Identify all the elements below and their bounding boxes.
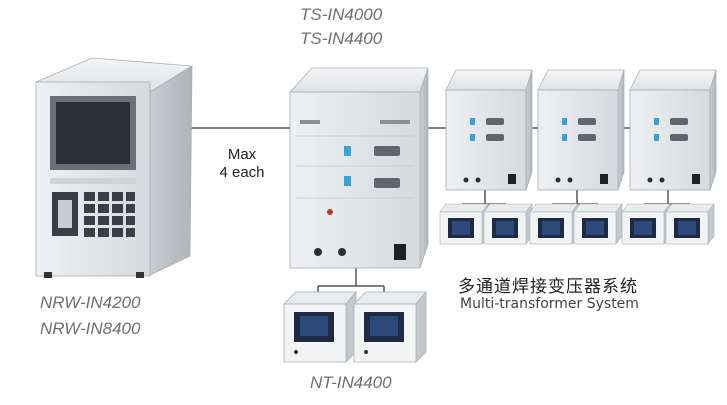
controller-label-2: NRW-IN8400 [40, 319, 141, 338]
small-transformer [573, 203, 623, 245]
small-transformer [483, 203, 533, 245]
transformer-unit [283, 290, 357, 363]
link-label-2: 4 each [219, 164, 265, 181]
transformer-label: NT-IN4400 [310, 373, 392, 392]
controller-unit [35, 57, 194, 278]
system-title-en: Multi-transformer System [460, 296, 639, 312]
link-label-1: Max [227, 146, 257, 163]
switcher-label-2: TS-IN4400 [300, 29, 383, 48]
small-transformer [621, 203, 671, 245]
transformer-unit [353, 290, 427, 363]
switcher-unit [289, 67, 429, 269]
small-transformer [665, 203, 715, 245]
small-switcher-unit [629, 69, 717, 191]
small-transformer [529, 203, 579, 245]
small-transformer [439, 203, 489, 245]
controller-label-1: NRW-IN4200 [40, 293, 141, 312]
system-title-cn: 多通道焊接变压器系统 [458, 277, 638, 297]
switcher-label-1: TS-IN4000 [300, 5, 383, 24]
controller-screen [56, 102, 130, 164]
small-switcher-unit [445, 69, 533, 191]
keypad-buttons [84, 192, 135, 237]
small-switcher-unit [537, 69, 625, 191]
